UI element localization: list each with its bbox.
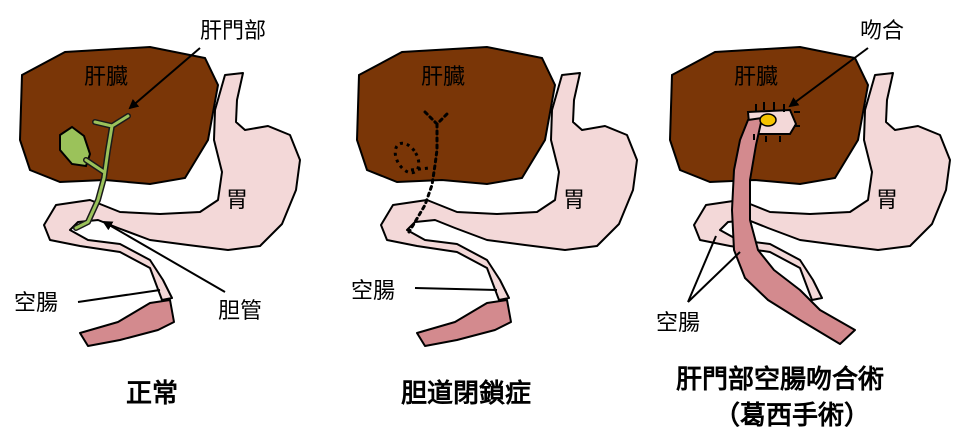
- jejunum-leader: [78, 290, 160, 302]
- stomach-label: 胃: [226, 188, 248, 213]
- anastomosis-opening: [760, 114, 776, 126]
- stomach-label: 胃: [876, 188, 898, 213]
- atretic-duct-branch: [411, 168, 429, 170]
- anastomosis-label: 吻合: [860, 19, 904, 44]
- hilum-label: 肝門部: [200, 19, 266, 44]
- liver-label: 肝臓: [84, 65, 128, 90]
- jejunum-label: 空腸: [656, 311, 700, 336]
- liver-label: 肝臓: [421, 65, 465, 90]
- jejunum-leader: [415, 288, 497, 290]
- caption-kasai-line1: 肝門部空腸吻合術: [676, 364, 884, 395]
- panel-atresia: 肝臓 胃 空腸 胆道閉鎖症: [351, 47, 637, 409]
- panel-kasai: 肝臓 胃 吻合 空腸 肝門部空腸吻合術 （葛西手術）: [656, 19, 950, 431]
- jejunum-label: 空腸: [14, 291, 58, 316]
- caption-kasai-line2: （葛西手術）: [714, 401, 870, 431]
- caption-atresia: 胆道閉鎖症: [401, 378, 531, 409]
- stomach-label: 胃: [563, 188, 585, 213]
- liver-label: 肝臓: [734, 65, 778, 90]
- jejunum-leader-1: [688, 236, 716, 302]
- jejunum-leader-2: [688, 252, 740, 302]
- caption-normal: 正常: [126, 379, 178, 409]
- panel-normal: 肝臓 胃 肝門部 胆管 空腸 正常: [14, 19, 300, 409]
- bile-duct-label: 胆管: [218, 299, 262, 324]
- jejunum-segment: [417, 300, 511, 346]
- jejunum-label: 空腸: [351, 279, 395, 304]
- jejunum-segment: [80, 300, 174, 346]
